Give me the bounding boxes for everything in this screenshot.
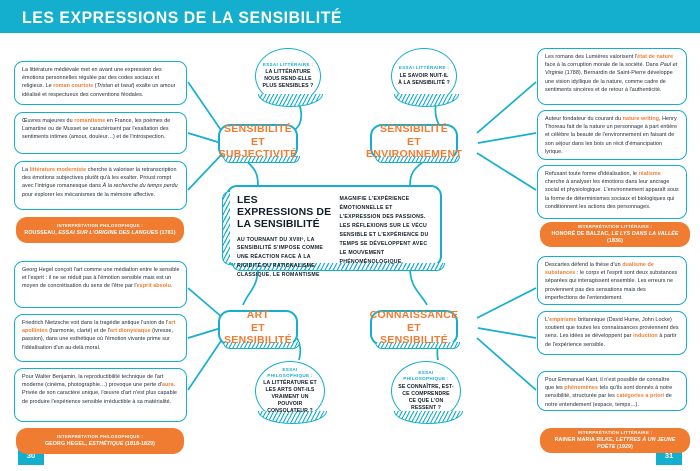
- leaf-descartes[interactable]: Descartes défend la thèse d'un dualisme …: [537, 256, 687, 305]
- link-art-to-nietzsche: [187, 327, 222, 339]
- leaf-benjamin[interactable]: Pour Walter Benjamin, la reproductibilit…: [14, 368, 187, 422]
- interpretation-label: INTERPRÉTATION PHILOSOPHIQUE :: [57, 223, 143, 229]
- leaf-kant[interactable]: Pour Emmanuel Kant, il n'est possible de…: [537, 371, 687, 411]
- central-node[interactable]: LES EXPRESSIONS DE LA SENSIBILITÉ AU TOU…: [222, 185, 445, 278]
- essay-question: LA LITTÉRATURE ET LES ARTS ONT-ILS VRAIM…: [263, 380, 317, 415]
- essay-question: LA LITTÉRATURE NOUS REND-ELLE PLUS SENSI…: [262, 69, 314, 90]
- essay-kind: ESSAI LITTÉRAIRE :: [398, 65, 450, 71]
- leaf-empirisme[interactable]: L'empirisme britannique (David Hume, Joh…: [537, 311, 687, 355]
- central-title: LES EXPRESSIONS DE LA SENSIBILITÉ: [237, 194, 332, 231]
- essay-shadow: [258, 94, 323, 107]
- branch-connaissance-sensibilite[interactable]: CONNAISSANCE ET SENSIBILITÉ: [369, 309, 460, 349]
- interpretation-reference: ROUSSEAU, ESSAI SUR L'ORIGINE DES LANGUE…: [24, 229, 176, 236]
- essay-kind: ESSAI PHILOSOPHIQUE :: [267, 366, 313, 378]
- interpretation-reference: RAINER MARIA RILKE, LETTRES À UN JEUNE P…: [554, 436, 676, 450]
- essay-shadow: [394, 411, 463, 424]
- link-connaissance-to-descartes: [476, 287, 537, 319]
- branch-sensibilite-environnement[interactable]: SENSIBILITÉ ET ENVIRONNEMENT: [366, 123, 462, 163]
- link-environnement-to-realisme: [476, 152, 537, 191]
- leaf-moderniste[interactable]: La littérature moderniste cherche à valo…: [14, 161, 187, 210]
- interpretation-rilke[interactable]: INTERPRÉTATION LITTÉRAIRE : RAINER MARIA…: [540, 428, 690, 453]
- essay-kind: ESSAI LITTÉRAIRE :: [262, 61, 314, 67]
- leaf-romantisme[interactable]: Œuvres majeures du romantisme en France,…: [14, 112, 187, 154]
- interpretation-rousseau[interactable]: INTERPRÉTATION PHILOSOPHIQUE : ROUSSEAU,…: [16, 217, 184, 243]
- link-environnement-to-lumieres: [476, 81, 537, 134]
- branch-label-line2: ET SENSIBILITÉ: [223, 321, 293, 347]
- central-right-column: MAGNIFIE L'EXPÉRIENCE ÉMOTIONNELLE ET L'…: [338, 187, 441, 265]
- branch-label-line1: SENSIBILITÉ: [379, 123, 449, 136]
- branch-art-sensibilite[interactable]: ART ET SENSIBILITÉ: [218, 309, 300, 349]
- link-art-to-benjamin: [187, 337, 224, 391]
- link-central-to-connaissance-sensibilite: [409, 266, 428, 306]
- essay-shadow: [394, 94, 459, 107]
- central-left-column: LES EXPRESSIONS DE LA SENSIBILITÉ AU TOU…: [228, 187, 338, 278]
- interpretation-hegel[interactable]: INTERPRÉTATION PHILOSOPHIQUE : GEORG HEG…: [16, 428, 184, 454]
- essay-question: LE SAVOIR NUIT-IL À LA SENSIBILITÉ ?: [398, 72, 450, 86]
- essay-question: SE CONNAÎTRE, EST-CE COMPRENDRE CE QUE L…: [398, 383, 454, 411]
- link-connaissance-to-empirisme: [477, 327, 537, 339]
- branch-label-line2: ET SENSIBILITÉ: [379, 321, 449, 347]
- leaf-medievale[interactable]: La littérature médiévale met en avant un…: [14, 61, 187, 105]
- interpretation-balzac[interactable]: INTERPRÉTATION LITTÉRAIRE : HONORÉ DE BA…: [540, 222, 690, 247]
- leaf-nietzsche[interactable]: Friedrich Nietzsche voit dans la tragédi…: [14, 314, 187, 362]
- leaf-thoreau[interactable]: Auteur fondateur du courant du nature wr…: [537, 110, 687, 160]
- page-header: LES EXPRESSIONS DE LA SENSIBILITÉ: [0, 0, 700, 33]
- interpretation-reference: HONORÉ DE BALZAC, LE LYS DANS LA VALLÉE …: [551, 230, 679, 244]
- link-art-to-hegel: [187, 287, 224, 319]
- interpretation-label: INTERPRÉTATION PHILOSOPHIQUE :: [57, 434, 143, 440]
- essay-bubble-litteraire-subjectivite[interactable]: ESSAI LITTÉRAIRE : LA LITTÉRATURE NOUS R…: [255, 48, 323, 107]
- branch-label-line1: CONNAISSANCE: [369, 309, 459, 322]
- interpretation-label: INTERPRÉTATION LITTÉRAIRE :: [577, 224, 653, 230]
- leaf-realisme[interactable]: Refusant toute forme d'idéalisation, le …: [537, 165, 687, 219]
- essay-bubble-philosophique-connaissance[interactable]: ESSAI PHILOSOPHIQUE : SE CONNAÎTRE, EST-…: [391, 361, 463, 424]
- essay-bubble-philosophique-art[interactable]: ESSAI PHILOSOPHIQUE : LA LITTÉRATURE ET …: [255, 361, 327, 424]
- essay-bubble-litteraire-environnement[interactable]: ESSAI LITTÉRAIRE : LE SAVOIR NUIT-IL À L…: [391, 48, 459, 107]
- branch-label-line1: SENSIBILITÉ: [223, 123, 293, 136]
- interpretation-label: INTERPRÉTATION LITTÉRAIRE :: [577, 430, 653, 436]
- branch-label-line1: ART: [246, 309, 270, 322]
- interpretation-reference: GEORG HEGEL, ESTHÉTIQUE (1818-1829): [44, 440, 156, 447]
- central-body-right: MAGNIFIE L'EXPÉRIENCE ÉMOTIONNELLE ET L'…: [339, 196, 429, 265]
- leaf-hegel[interactable]: Georg Hegel conçoit l'art comme une médi…: [14, 261, 187, 308]
- branch-label-line2: ET ENVIRONNEMENT: [365, 135, 463, 161]
- essay-kind: ESSAI PHILOSOPHIQUE :: [403, 370, 449, 382]
- branch-sensibilite-subjectivite[interactable]: SENSIBILITÉ ET SUBJECTIVITÉ: [218, 123, 300, 163]
- branch-label-line2: ET SUBJECTIVITÉ: [218, 135, 298, 161]
- link-environnement-to-thoreau: [477, 132, 537, 144]
- central-body-left: AU TOURNANT DU XVIIIᵉ, LA SENSIBILITÉ S'…: [237, 236, 324, 279]
- link-subjectivite-to-medievale: [187, 81, 224, 134]
- link-connaissance-to-kant: [476, 337, 537, 391]
- link-subjectivite-to-romantisme: [187, 132, 222, 144]
- leaf-lumieres[interactable]: Les romans des Lumières valorisent l'éta…: [537, 48, 687, 105]
- page-title: LES EXPRESSIONS DE LA SENSIBILITÉ: [22, 8, 343, 27]
